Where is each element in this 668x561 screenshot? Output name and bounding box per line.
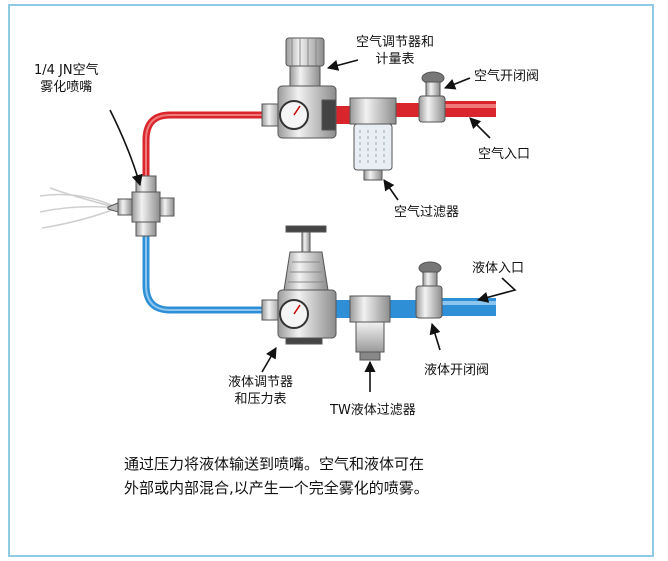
arrow-air-inlet: [469, 117, 491, 139]
label-liquid-regulator-line2: 和压力表: [234, 392, 287, 407]
label-liquid-inlet: 液体入口: [472, 261, 525, 276]
liquid-regulator: [261, 225, 337, 345]
arrow-liquid-inlet: [476, 277, 517, 303]
arrow-liquid-regulator: [261, 347, 277, 373]
arrow-air-filter: [383, 179, 399, 201]
arrow-air-regulator: [326, 59, 359, 71]
arrow-nozzle: [109, 109, 143, 187]
label-nozzle-line2: 雾化喷嘴: [40, 80, 93, 95]
label-air-inlet: 空气入口: [478, 147, 531, 162]
label-air-regulator-line2: 计量表: [375, 52, 415, 67]
liquid-filter: [349, 295, 391, 361]
label-liquid-valve: 液体开闭阀: [424, 363, 490, 378]
air-shutoff-valve: [418, 71, 446, 123]
air-filter: [349, 97, 397, 181]
label-nozzle-line1: 1/4 JN空气: [34, 63, 99, 78]
label-air-filter: 空气过滤器: [394, 205, 460, 220]
label-liquid-regulator: 液体调节器 和压力表: [228, 374, 293, 408]
arrow-air-valve: [443, 77, 471, 90]
label-liquid-filter: TW液体过滤器: [330, 403, 416, 418]
label-air-regulator: 空气调节器和 计量表: [356, 34, 434, 68]
caption-line2: 外部或内部混合,以产生一个完全雾化的喷雾。: [124, 479, 429, 497]
liquid-shutoff-valve: [415, 261, 443, 319]
label-liquid-regulator-line1: 液体调节器: [228, 375, 294, 390]
leader-arrows: [109, 59, 517, 392]
air-regulator: [261, 37, 337, 139]
caption: 通过压力将液体输送到喷嘴。空气和液体可在 外部或内部混合,以产生一个完全雾化的喷…: [124, 452, 584, 500]
label-air-regulator-line1: 空气调节器和: [356, 35, 435, 50]
spray-mist: [39, 187, 119, 229]
air-line: [142, 101, 496, 194]
arrow-liquid-valve: [429, 322, 441, 351]
caption-line1: 通过压力将液体输送到喷嘴。空气和液体可在: [124, 455, 425, 473]
nozzle-tee: [107, 175, 175, 237]
label-nozzle: 1/4 JN空气 雾化喷嘴: [34, 62, 99, 96]
label-air-valve: 空气开闭阀: [474, 69, 540, 84]
